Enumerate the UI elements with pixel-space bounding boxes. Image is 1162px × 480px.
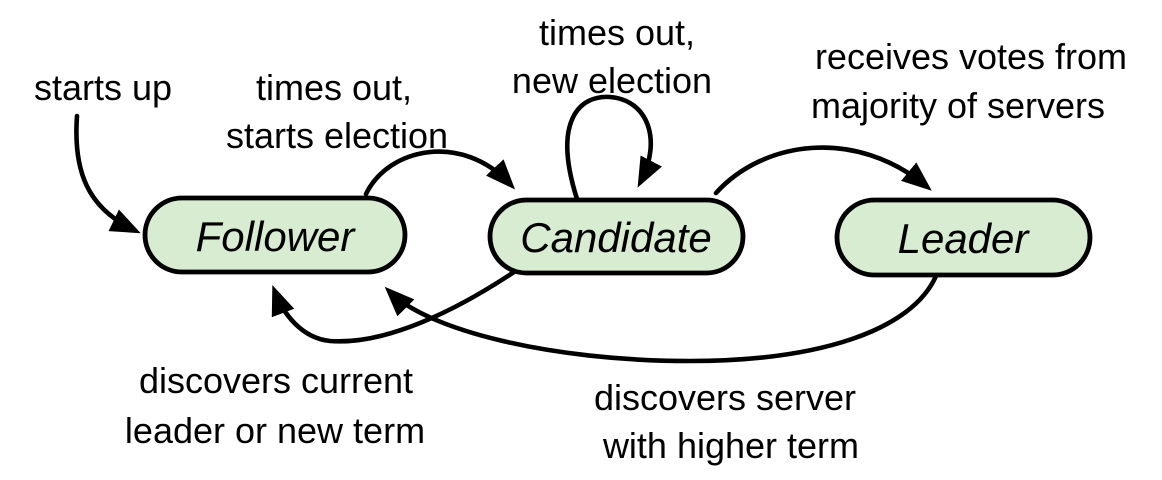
label-startup: starts up xyxy=(34,67,172,108)
label-candidate-to-follower-line2: leader or new term xyxy=(125,410,425,451)
label-candidate-to-leader: receives votes from majority of servers xyxy=(811,36,1127,126)
label-leader-to-follower-line2: with higher term xyxy=(602,425,859,466)
label-candidate-to-follower-line1: discovers current xyxy=(139,360,413,401)
state-candidate-pill xyxy=(487,197,746,276)
state-candidate-label: Candidate xyxy=(520,214,711,261)
arrow-candidate-to-follower xyxy=(271,265,523,344)
label-candidate-self-loop-line1: times out, xyxy=(539,12,695,53)
state-follower-label: Follower xyxy=(196,213,357,260)
label-candidate-to-leader-line1: receives votes from xyxy=(815,36,1127,77)
label-follower-to-candidate: times out, starts election xyxy=(226,67,448,156)
state-candidate: Candidate xyxy=(487,197,746,276)
label-candidate-to-follower: discovers current leader or new term xyxy=(125,360,425,451)
state-leader-label: Leader xyxy=(898,215,1031,262)
label-candidate-to-leader-line2: majority of servers xyxy=(811,85,1105,126)
state-leader-pill xyxy=(834,197,1093,278)
state-follower-pill xyxy=(142,195,408,275)
arrow-leader-to-follower xyxy=(384,273,939,364)
label-leader-to-follower-line1: discovers server xyxy=(594,377,856,418)
state-leader: Leader xyxy=(834,197,1093,278)
arrow-candidate-self-loop xyxy=(565,94,662,202)
state-follower: Follower xyxy=(142,195,408,275)
arrow-startup xyxy=(74,113,141,234)
arrow-follower-to-candidate xyxy=(363,149,516,197)
label-follower-to-candidate-line1: times out, xyxy=(256,67,412,108)
label-candidate-self-loop-line2: new election xyxy=(512,60,712,101)
label-startup-line1: starts up xyxy=(34,67,172,108)
label-leader-to-follower: discovers server with higher term xyxy=(594,377,859,466)
label-candidate-self-loop: times out, new election xyxy=(512,12,712,101)
arrow-candidate-to-leader xyxy=(713,145,932,196)
label-follower-to-candidate-line2: starts election xyxy=(226,115,448,156)
